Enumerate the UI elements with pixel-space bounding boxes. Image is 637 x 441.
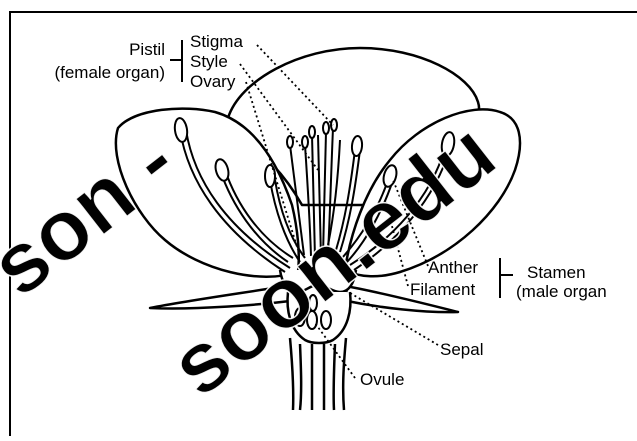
label-stamen: Stamen: [527, 263, 586, 282]
label-style: Style: [190, 52, 228, 71]
anther-6: [351, 136, 363, 157]
pistil-bracket: [170, 40, 182, 82]
stem: [290, 338, 346, 410]
stamen-bracket: [500, 258, 513, 298]
label-stamen-sub: (male organ: [516, 282, 607, 301]
label-sepal: Sepal: [440, 340, 483, 359]
label-pistil: Pistil: [129, 40, 165, 59]
label-filament: Filament: [410, 280, 475, 299]
label-anther: Anther: [428, 258, 478, 277]
label-pistil-sub: (female organ): [54, 63, 165, 82]
label-ovary: Ovary: [190, 72, 236, 91]
label-stigma: Stigma: [190, 32, 243, 51]
label-ovule: Ovule: [360, 370, 404, 389]
